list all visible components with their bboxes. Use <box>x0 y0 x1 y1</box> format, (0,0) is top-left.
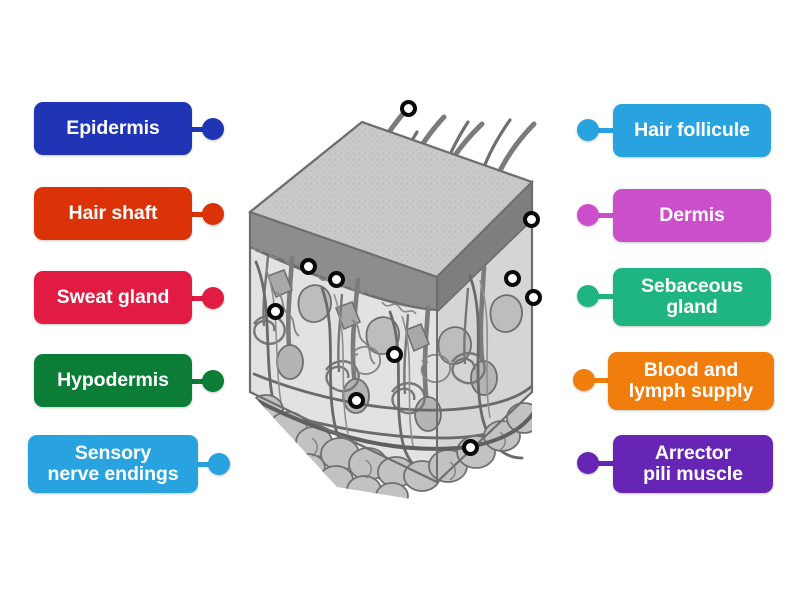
diagram-marker-8[interactable] <box>385 345 403 363</box>
diagram-marker-4[interactable] <box>327 270 345 288</box>
label-line: nerve endings <box>47 463 179 485</box>
connector-dot-hypodermis[interactable] <box>202 370 224 392</box>
connector-dot-sweat-gland[interactable] <box>202 287 224 309</box>
label-line: lymph supply <box>628 380 754 402</box>
diagram-marker-9[interactable] <box>347 391 365 409</box>
connector-line-blood-and-lymph-supply <box>584 377 614 383</box>
label-chip-hair-shaft[interactable]: Hair shaft <box>34 187 192 240</box>
label-line: Hair shaft <box>68 201 158 224</box>
connector-dot-sebaceous-gland[interactable] <box>577 285 599 307</box>
connector-dot-hair-shaft[interactable] <box>202 203 224 225</box>
label-line: Sweat gland <box>56 285 170 308</box>
connector-line-arrector-pili-muscle <box>588 460 619 466</box>
connector-dot-hair-follicule[interactable] <box>577 119 599 141</box>
diagram-marker-7[interactable] <box>524 288 542 306</box>
label-line: pili muscle <box>643 463 743 485</box>
label-chip-hair-follicule[interactable]: Hair follicule <box>613 104 771 157</box>
label-line: Sebaceous <box>640 274 744 297</box>
diagram-marker-5[interactable] <box>503 269 521 287</box>
label-chip-sweat-gland[interactable]: Sweat gland <box>34 271 192 324</box>
skin-block-svg <box>247 105 537 500</box>
connector-dot-blood-and-lymph-supply[interactable] <box>573 369 595 391</box>
label-chip-dermis[interactable]: Dermis <box>613 189 771 242</box>
connector-dot-dermis[interactable] <box>577 204 599 226</box>
connector-line-dermis <box>588 212 619 218</box>
label-text-dermis: Dermis <box>621 203 763 226</box>
connector-line-epidermis <box>186 126 213 132</box>
label-line: Blood and <box>643 358 739 381</box>
connector-dot-arrector-pili-muscle[interactable] <box>577 452 599 474</box>
label-line: Dermis <box>659 203 725 226</box>
label-line: gland <box>666 296 718 318</box>
label-text-sweat-gland: Sweat gland <box>42 285 184 308</box>
diagram-marker-10[interactable] <box>461 438 479 456</box>
label-line: Arrector <box>654 441 732 464</box>
label-chip-epidermis[interactable]: Epidermis <box>34 102 192 155</box>
label-text-epidermis: Epidermis <box>42 116 184 139</box>
connector-line-hair-follicule <box>588 127 619 133</box>
label-line: Epidermis <box>66 116 160 139</box>
label-chip-hypodermis[interactable]: Hypodermis <box>34 354 192 407</box>
connector-line-sweat-gland <box>186 295 213 301</box>
connector-dot-sensory-nerve-endings[interactable] <box>208 453 230 475</box>
connector-dot-epidermis[interactable] <box>202 118 224 140</box>
label-line: Hair follicule <box>634 118 750 141</box>
connector-line-hair-shaft <box>186 211 213 217</box>
diagram-marker-2[interactable] <box>522 210 540 228</box>
skin-cross-section-illustration <box>232 62 572 512</box>
diagram-marker-1[interactable] <box>399 99 417 117</box>
diagram-marker-3[interactable] <box>299 257 317 275</box>
connector-line-hypodermis <box>186 378 213 384</box>
label-text-hypodermis: Hypodermis <box>42 368 184 391</box>
diagram-marker-6[interactable] <box>266 302 284 320</box>
label-line: Hypodermis <box>57 368 169 391</box>
connector-line-sensory-nerve-endings <box>192 461 219 467</box>
label-text-hair-follicule: Hair follicule <box>621 118 763 141</box>
connector-line-sebaceous-gland <box>588 293 619 299</box>
label-line: Sensory <box>74 441 152 464</box>
label-text-hair-shaft: Hair shaft <box>42 201 184 224</box>
